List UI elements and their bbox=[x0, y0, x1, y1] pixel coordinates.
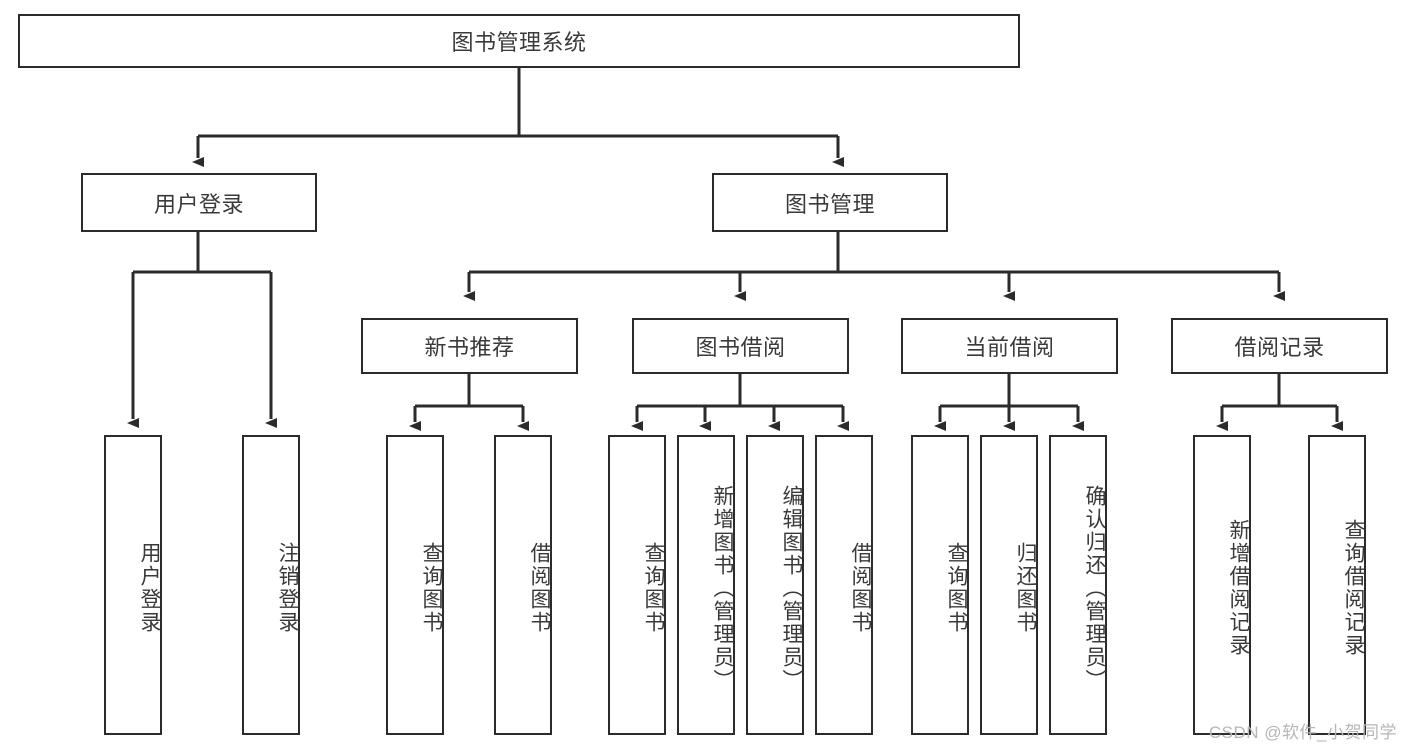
node-label: 图书管理系统 bbox=[451, 30, 587, 55]
node-user-login[interactable]: 用户登录 bbox=[81, 173, 317, 232]
leaf-current-confirm-return[interactable]: 确认归还（管理员） bbox=[1049, 435, 1107, 735]
node-label: 查询图书 bbox=[420, 542, 443, 634]
node-new-book-recommend[interactable]: 新书推荐 bbox=[361, 318, 578, 374]
node-label: 借阅图书 bbox=[849, 542, 872, 634]
leaf-user-login-logout[interactable]: 注销登录 bbox=[242, 435, 300, 735]
node-borrow-record[interactable]: 借阅记录 bbox=[1171, 318, 1388, 374]
node-label: 新增借阅记录 bbox=[1227, 519, 1250, 657]
node-label: 注销登录 bbox=[276, 542, 299, 634]
node-book-borrow[interactable]: 图书借阅 bbox=[632, 318, 849, 374]
node-label: 新书推荐 bbox=[424, 335, 515, 360]
leaf-current-return-book[interactable]: 归还图书 bbox=[980, 435, 1038, 735]
node-label: 查询借阅记录 bbox=[1342, 519, 1365, 657]
node-label: 归还图书 bbox=[1014, 542, 1037, 634]
node-label: 图书管理 bbox=[784, 191, 875, 217]
node-label: 查询图书 bbox=[642, 542, 665, 634]
node-label: 确认归还（管理员） bbox=[1083, 484, 1106, 692]
node-book-management[interactable]: 图书管理 bbox=[712, 173, 948, 232]
node-label: 图书借阅 bbox=[695, 335, 786, 360]
watermark-text: CSDN @软件_小贺同学 bbox=[1208, 723, 1397, 742]
leaf-new-book-query[interactable]: 查询图书 bbox=[386, 435, 444, 735]
leaf-record-query[interactable]: 查询借阅记录 bbox=[1308, 435, 1366, 735]
leaf-record-add[interactable]: 新增借阅记录 bbox=[1193, 435, 1251, 735]
leaf-user-login-login[interactable]: 用户登录 bbox=[104, 435, 162, 735]
leaf-borrow-add-book[interactable]: 新增图书（管理员） bbox=[677, 435, 735, 735]
node-label: 当前借阅 bbox=[964, 335, 1055, 360]
leaf-current-query-book[interactable]: 查询图书 bbox=[911, 435, 969, 735]
leaf-borrow-query-book[interactable]: 查询图书 bbox=[608, 435, 666, 735]
node-label: 新增图书（管理员） bbox=[711, 484, 734, 692]
node-label: 用户登录 bbox=[138, 542, 161, 634]
leaf-borrow-borrow-book[interactable]: 借阅图书 bbox=[815, 435, 873, 735]
node-root-system[interactable]: 图书管理系统 bbox=[18, 14, 1020, 68]
node-label: 借阅图书 bbox=[528, 542, 551, 634]
node-label: 查询图书 bbox=[945, 542, 968, 634]
leaf-new-book-borrow[interactable]: 借阅图书 bbox=[494, 435, 552, 735]
node-current-borrow[interactable]: 当前借阅 bbox=[901, 318, 1118, 374]
node-label: 借阅记录 bbox=[1234, 335, 1325, 360]
node-label: 编辑图书（管理员） bbox=[780, 484, 803, 692]
node-label: 用户登录 bbox=[153, 191, 244, 217]
leaf-borrow-edit-book[interactable]: 编辑图书（管理员） bbox=[746, 435, 804, 735]
